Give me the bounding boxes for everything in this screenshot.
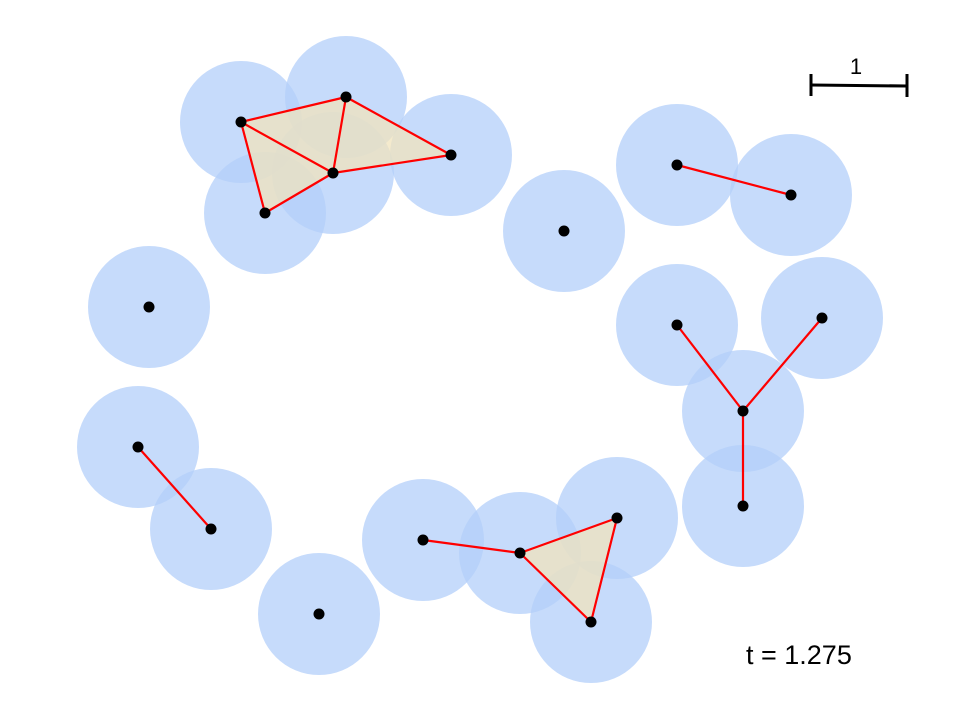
edge-5 [239,120,267,215]
balls-layer [77,36,883,683]
triangle-1 [333,97,451,173]
vertex-2 [445,149,457,161]
vertex-17 [611,512,623,524]
time-label: t = 1.275 [746,640,852,670]
edge-15 [589,516,619,624]
triangle-3 [520,518,617,622]
vertex-0 [235,116,247,128]
edge-9 [741,316,824,413]
triangle-2 [241,122,333,213]
vertex-3 [327,167,339,179]
vertex-15 [417,534,429,546]
edge-1 [344,95,453,157]
edge-4 [331,153,453,175]
edge-14 [518,551,593,624]
edge-0 [239,95,348,124]
triangles-layer [241,97,617,622]
vertex-8 [143,301,155,313]
edge-12 [421,538,522,555]
edge-13 [518,516,619,555]
vertices-layer [132,91,828,628]
edge-11 [136,445,213,531]
vertex-1 [340,91,352,103]
edge-3 [331,95,348,175]
vertex-5 [671,159,683,171]
scale-bar-label: 1 [850,54,862,79]
vertex-14 [205,523,217,535]
edge-7 [675,163,793,197]
vertex-11 [737,405,749,417]
edge-6 [263,171,335,215]
edge-8 [675,323,745,413]
vertex-10 [816,312,828,324]
vertex-13 [132,441,144,453]
vertex-19 [313,608,325,620]
vertex-6 [785,189,797,201]
edges-layer [136,95,824,624]
scale-bar: 1 [809,54,909,97]
vertex-16 [514,547,526,559]
vertex-7 [558,225,570,237]
vertex-12 [737,500,749,512]
scale-bar-line [810,83,908,88]
vertex-4 [259,207,271,219]
edge-2 [239,120,335,175]
vertex-9 [671,319,683,331]
vertex-18 [585,616,597,628]
